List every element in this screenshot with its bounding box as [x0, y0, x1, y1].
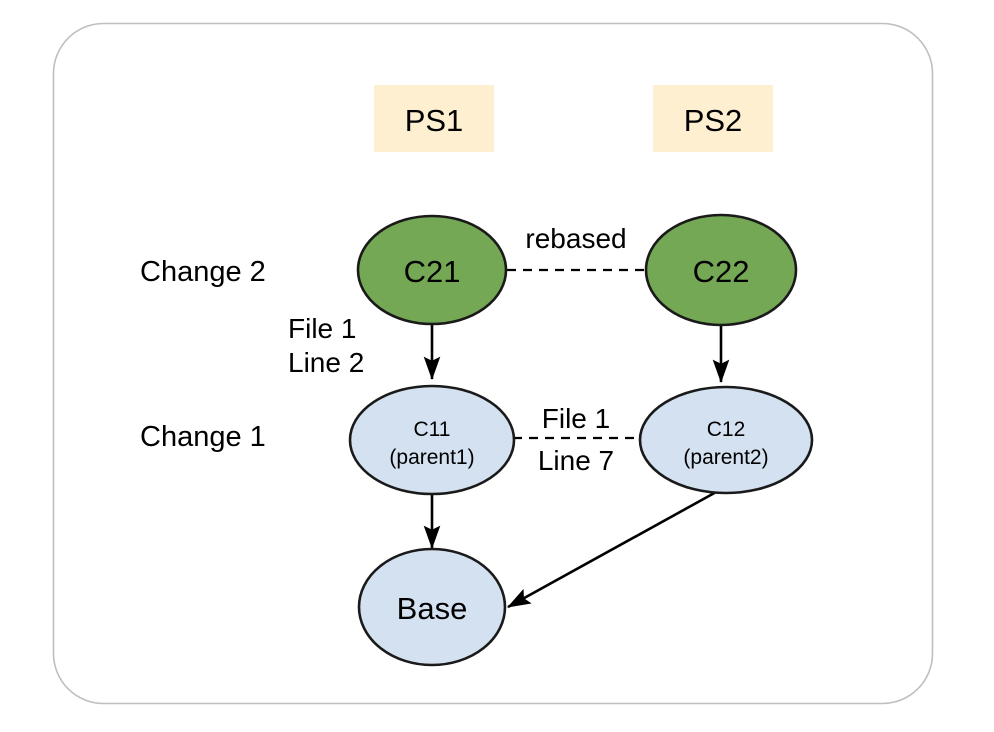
row-label-change-1: Change 1	[140, 421, 266, 453]
node-c11[interactable]: C11 (parent1)	[348, 384, 516, 496]
edge-label-rebased: rebased	[525, 223, 626, 254]
node-base-label: Base	[397, 591, 468, 626]
node-c11-sublabel: (parent1)	[389, 446, 474, 469]
node-c21-shape	[356, 214, 508, 326]
edge-label-file1-line2-row1: File 1	[288, 313, 356, 344]
node-c21[interactable]: C21	[356, 214, 508, 326]
row-label-change-2: Change 2	[140, 256, 266, 288]
edge-label-file1-line2-row2: Line 2	[288, 347, 364, 378]
node-c11-shape	[348, 384, 516, 496]
edge-c21-c22: rebased	[507, 223, 645, 272]
patchset-header-ps2[interactable]: PS2	[653, 85, 773, 152]
patchset-header-ps2-label: PS2	[684, 103, 743, 138]
node-c12-sublabel: (parent2)	[683, 446, 768, 469]
diagram-frame	[52, 22, 934, 705]
node-base[interactable]: Base	[357, 547, 507, 667]
node-base-shape	[357, 547, 507, 667]
node-c12[interactable]: C12 (parent2)	[638, 385, 814, 495]
edge-c21-c11: File 1 Line 2	[288, 313, 441, 381]
node-c12-shape	[638, 385, 814, 495]
edge-c12-base-line	[507, 489, 719, 609]
patchset-header-ps1-box	[374, 85, 494, 152]
node-c22-shape	[644, 213, 798, 327]
node-c22[interactable]: C22	[644, 213, 798, 327]
edge-c12-base	[507, 489, 719, 609]
patchset-header-ps1[interactable]: PS1	[374, 85, 494, 152]
patchset-header-ps1-label: PS1	[405, 103, 464, 138]
edge-label-file1-line7-row2: Line 7	[538, 445, 614, 476]
edge-c11-c12: File 1 Line 7	[513, 403, 638, 476]
edge-label-file1-line7-row1: File 1	[542, 403, 610, 434]
patchset-header-ps2-box	[653, 85, 773, 152]
node-c12-label: C12	[707, 418, 746, 441]
node-c22-label: C22	[693, 254, 750, 289]
node-c21-label: C21	[404, 254, 461, 289]
node-c11-label: C11	[414, 418, 451, 441]
